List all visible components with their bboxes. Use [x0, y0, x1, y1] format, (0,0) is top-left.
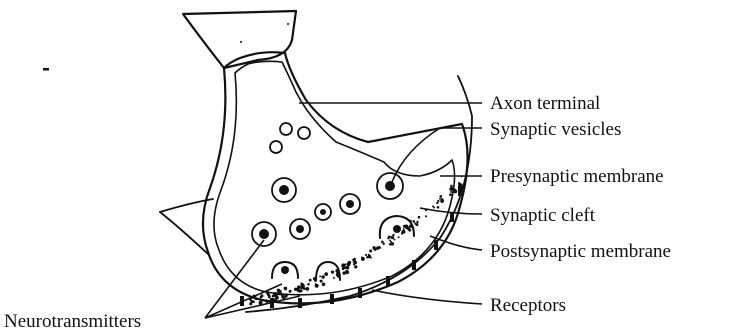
cleft-dot	[382, 243, 384, 245]
cleft-dot	[324, 272, 328, 276]
cleft-dot	[409, 224, 413, 228]
cleft-dot	[387, 237, 389, 239]
cleft-dot	[414, 222, 416, 224]
cleft-dot	[336, 270, 340, 274]
cleft-dot	[314, 279, 317, 282]
cleft-dot	[433, 207, 435, 209]
label-receptors: Receptors	[490, 295, 566, 316]
label-postsynaptic-membrane: Postsynaptic membrane	[490, 241, 671, 262]
cleft-dot	[297, 289, 300, 292]
cleft-dot	[392, 234, 394, 236]
cleft-dot	[346, 266, 350, 270]
cleft-dot	[309, 279, 312, 282]
cleft-dot	[275, 296, 279, 300]
cleft-dot	[450, 191, 452, 193]
cleft-dot	[333, 277, 335, 279]
cleft-dot	[379, 247, 381, 249]
cleft-dot	[252, 300, 255, 303]
cleft-dot	[261, 294, 264, 297]
cleft-dot	[437, 200, 439, 202]
cleft-dot	[354, 265, 357, 268]
cleft-dot	[276, 292, 279, 295]
cleft-dot	[390, 241, 392, 243]
cleft-dot	[439, 195, 442, 198]
cleft-dot	[403, 225, 406, 228]
cleft-dot	[394, 239, 396, 241]
cleft-dot	[408, 229, 411, 232]
cleft-dot	[365, 254, 367, 256]
cleft-dot	[341, 264, 345, 268]
cleft-dot	[297, 286, 300, 289]
cleft-dot	[249, 302, 252, 305]
cleft-dot	[369, 249, 372, 252]
cleft-dot	[439, 198, 441, 200]
cleft-dot	[277, 289, 280, 292]
cleft-dot	[269, 296, 271, 298]
label-synaptic-vesicles: Synaptic vesicles	[490, 119, 621, 140]
cleft-dot	[331, 270, 334, 273]
cleft-dot	[374, 248, 377, 251]
cleft-dot	[320, 280, 323, 283]
cleft-dot	[449, 187, 453, 191]
cleft-dot	[440, 199, 444, 203]
cleft-dot	[416, 221, 418, 223]
cleft-dot	[361, 257, 365, 261]
cleft-dot	[337, 275, 340, 278]
cleft-dot	[368, 255, 371, 258]
axon-stub	[183, 11, 296, 68]
cleft-dot	[450, 185, 453, 188]
label-presynaptic-membrane: Presynaptic membrane	[490, 166, 664, 187]
cleft-dot	[391, 236, 394, 239]
cleft-dot	[342, 267, 345, 270]
cleft-dot	[406, 227, 409, 230]
label-axon-terminal: Axon terminal	[490, 93, 600, 114]
cleft-dot	[409, 220, 412, 223]
cleft-dot	[250, 299, 252, 301]
cleft-dot	[449, 193, 452, 196]
label-synaptic-cleft: Synaptic cleft	[490, 205, 596, 226]
cleft-dot	[289, 290, 292, 293]
fusing-vesicles	[272, 216, 414, 280]
label-neurotransmitters: Neurotransmitters	[4, 311, 141, 332]
cleft-dot	[319, 275, 321, 277]
cleft-dot	[284, 287, 288, 291]
cleft-dot	[436, 202, 438, 204]
cleft-dot	[305, 287, 309, 291]
cleft-dot	[347, 270, 349, 272]
cleft-dot	[286, 293, 288, 295]
cleft-dot	[402, 230, 406, 234]
cleft-dot	[354, 261, 357, 264]
cleft-dot	[398, 236, 400, 238]
cleft-dot	[266, 301, 268, 303]
cleft-dot	[299, 289, 302, 292]
cleft-dot	[342, 271, 345, 274]
cleft-dot	[347, 263, 351, 267]
cleft-dot	[322, 283, 326, 287]
cleft-dot	[437, 206, 440, 209]
cleft-dot	[418, 216, 421, 219]
cleft-dot	[425, 215, 427, 217]
cleft-dot	[454, 190, 456, 192]
cleft-dot	[255, 298, 257, 300]
cleft-dot	[301, 284, 305, 288]
cleft-dot	[307, 283, 310, 286]
cleft-dot	[403, 228, 405, 230]
cleft-dot	[321, 275, 324, 278]
cleft-dot	[413, 220, 416, 223]
cleft-dot	[315, 284, 319, 288]
